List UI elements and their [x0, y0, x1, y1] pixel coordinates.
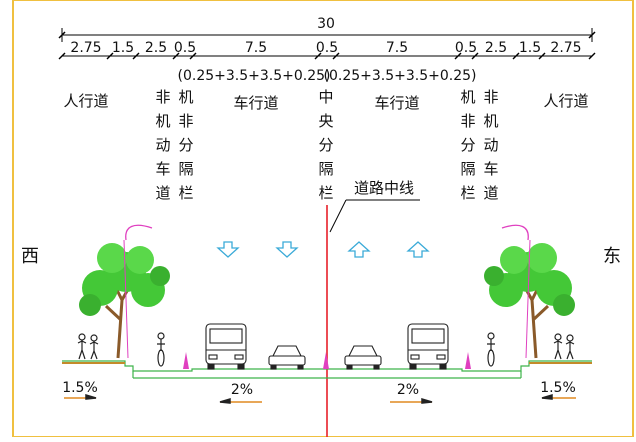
bollard-icon: [323, 352, 329, 369]
slope-arrow-icon: [219, 397, 262, 404]
segment-label: 2.5: [485, 40, 507, 56]
bollard-icon: [465, 352, 471, 369]
dimension-tick: [189, 52, 197, 60]
median-label: 中央分隔栏: [318, 88, 333, 202]
segment-label: 0.5: [316, 40, 338, 56]
dimension-tick: [106, 52, 114, 60]
west-label: 西: [21, 246, 39, 267]
segment-label: 7.5: [386, 40, 408, 56]
slope-arrow-icon: [541, 393, 576, 400]
slope-arrow-icon: [390, 397, 433, 404]
bus-icon: [205, 323, 247, 370]
pedestrian-icon: [553, 333, 563, 360]
dimension-tick: [588, 52, 596, 60]
segment-label: 7.5: [245, 40, 267, 56]
tree-right-icon: [484, 224, 575, 359]
dimension-tick: [538, 52, 546, 60]
drawing-frame: [12, 0, 634, 438]
cyclist-icon: [157, 332, 165, 367]
cyclist-icon: [487, 332, 495, 367]
dimension-tick: [512, 52, 520, 60]
slope-label: 2%: [231, 382, 253, 398]
sidewalk-right-label: 人行道: [543, 92, 588, 110]
pedestrian-icon: [77, 333, 87, 360]
total-dimension: 30: [58, 16, 596, 42]
bollard-icon: [183, 352, 189, 369]
dimension-tick: [132, 52, 140, 60]
carriageway-left-label: 车行道: [233, 94, 278, 112]
non-motor-lane-right-label: 非机动车道: [483, 88, 498, 202]
dimension-tick: [172, 52, 180, 60]
pedestrian-icon: [565, 334, 575, 360]
segment-dimensions: 2.75 1.5 2.5 0.5 7.5 0.5 7.5 0.5 2.5 1.5…: [58, 40, 596, 60]
car-icon: [344, 345, 382, 370]
dimension-tick: [314, 52, 322, 60]
separator-left-label: 机非分隔栏: [178, 88, 193, 202]
dimension-tick: [332, 52, 340, 60]
lane-breakdown-left: (0.25+3.5+3.5+0.25): [178, 68, 331, 84]
slope-label: 1.5%: [540, 380, 576, 396]
centerline-leader: 道路中线: [329, 179, 420, 233]
total-width-label: 30: [317, 16, 335, 32]
centerline-label: 道路中线: [354, 179, 414, 197]
slope-arrow-icon: [64, 393, 97, 400]
separator-right-label: 机非分隔栏: [460, 88, 475, 202]
sidewalk-left-label: 人行道: [63, 92, 108, 110]
east-label: 东: [603, 246, 621, 267]
down-arrow-icon: [275, 241, 299, 258]
slope-label: 2%: [397, 382, 419, 398]
segment-label: 2.75: [550, 40, 581, 56]
carriageway-right-label: 车行道: [374, 94, 419, 112]
dimension-tick: [471, 52, 479, 60]
car-icon: [268, 345, 306, 370]
dimension-tick: [58, 52, 66, 60]
tree-left-icon: [79, 224, 170, 359]
segment-label: 1.5: [112, 40, 134, 56]
down-arrow-icon: [216, 241, 240, 258]
bus-icon: [407, 323, 449, 370]
segment-label: 2.75: [70, 40, 101, 56]
segment-label: 0.5: [174, 40, 196, 56]
pedestrian-icon: [89, 334, 99, 360]
lane-breakdown-right: (0.25+3.5+3.5+0.25): [324, 68, 477, 84]
non-motor-lane-left-label: 非机动车道: [155, 88, 170, 202]
slope-label: 1.5%: [62, 380, 98, 396]
segment-label: 2.5: [145, 40, 167, 56]
dimension-tick: [454, 52, 462, 60]
up-arrow-icon: [347, 241, 371, 258]
segment-label: 1.5: [519, 40, 541, 56]
segment-label: 0.5: [455, 40, 477, 56]
up-arrow-icon: [406, 241, 430, 258]
